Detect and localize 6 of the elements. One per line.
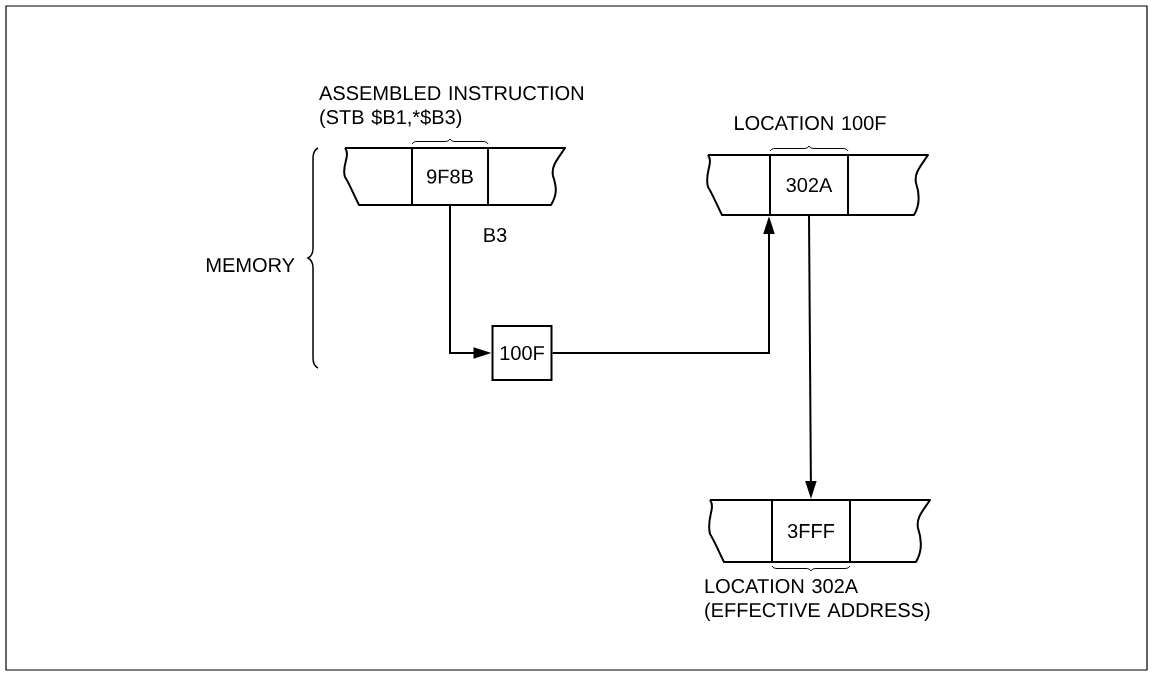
heading-label: LOCATION 302A (EFFECTIVE ADDRESS): [705, 579, 930, 622]
label: MEMORY: [207, 257, 295, 273]
register-box: 100F: [491, 325, 553, 381]
label: B3: [484, 227, 507, 243]
heading-label: ASSEMBLED INSTRUCTION (STB $B1,*$B3): [319, 86, 583, 129]
heading-label: LOCATION 100F: [735, 115, 886, 131]
